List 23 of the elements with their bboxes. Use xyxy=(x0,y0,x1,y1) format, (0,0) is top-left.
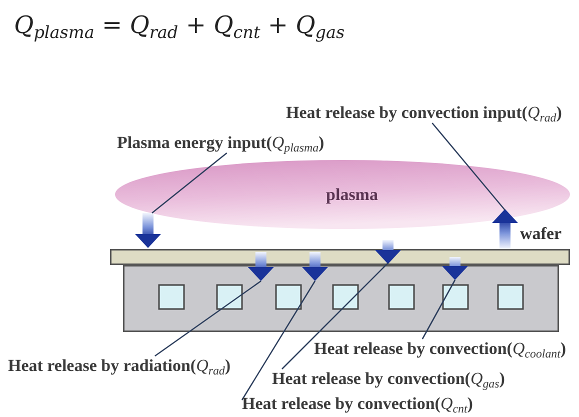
callout-label: Plasma energy input(Q$_{plasma}$) xyxy=(117,133,324,153)
heat-flow-arrow xyxy=(248,252,274,281)
leader-line xyxy=(432,122,506,210)
callout-label: Heat release by convection(Q$_{gas}$) xyxy=(272,369,505,389)
wafer-label: wafer xyxy=(520,224,562,244)
callout-label: Heat release by convection input(Q$_{rad}$) xyxy=(286,103,562,123)
leader-line xyxy=(152,152,228,214)
wafer-plate xyxy=(110,249,570,265)
equation: Q$_{plasma}$ = Q$_{rad}$ + Q$_{cnt}$ + Q$_{gas}$ xyxy=(14,10,345,41)
plasma-ellipse xyxy=(115,160,570,229)
callout-label: Heat release by convection(Q$_{coolant}$) xyxy=(314,339,566,359)
heat-flow-arrow xyxy=(442,257,468,280)
leader-line xyxy=(154,280,262,357)
leader-line xyxy=(241,280,316,400)
heat-flow-arrow xyxy=(375,240,401,264)
plasma-label: plasma xyxy=(326,185,378,205)
heat-flow-arrow xyxy=(302,252,328,281)
leader-line xyxy=(282,262,388,370)
heat-flow-arrow xyxy=(492,209,518,249)
callout-label: Heat release by convection(Q$_{cnt}$) xyxy=(242,394,473,414)
callout-label: Heat release by radiation(Q$_{rad}$) xyxy=(8,356,231,376)
heat-flow-arrow xyxy=(135,213,161,248)
electrode-block xyxy=(123,265,559,332)
